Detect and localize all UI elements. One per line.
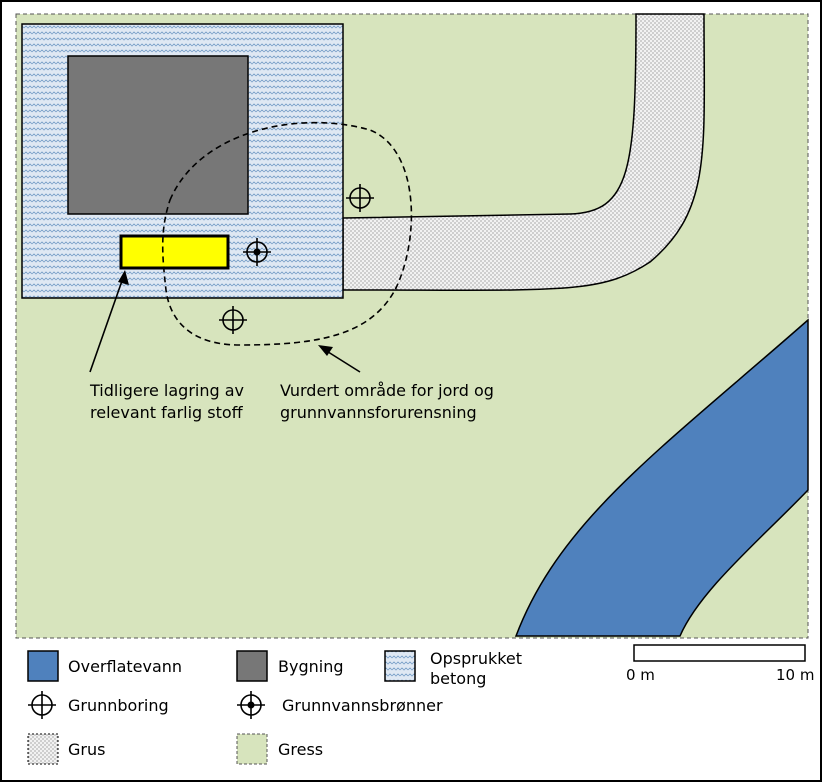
area-arrow-head	[318, 345, 333, 356]
legend-water-label: Overflatevann	[68, 657, 182, 676]
building	[67, 55, 249, 215]
assessed-contamination-area	[161, 121, 413, 346]
groundwater-well-icon	[243, 238, 271, 266]
soil-boring-icon	[346, 184, 374, 212]
legend-water-swatch	[27, 650, 59, 682]
scale-bar-end-label: 10 m	[776, 666, 814, 684]
legend-building-label: Bygning	[278, 657, 343, 676]
soil-boring-icon	[219, 306, 247, 334]
storage-arrow	[89, 277, 124, 373]
legend-concrete-swatch	[384, 650, 416, 682]
scale-bar: 0 m 10 m	[626, 644, 814, 684]
area-annotation-line-2: grunnvannsforurensning	[280, 403, 477, 422]
legend-gravel-label: Grus	[68, 740, 105, 759]
storage-annotation-line-1: Tidligere lagring av	[89, 381, 244, 400]
surface-water-area	[514, 318, 809, 637]
area-arrow	[324, 349, 361, 373]
gravel-road	[342, 13, 706, 292]
legend-concrete-label-line-1: Opsprukket	[430, 649, 522, 668]
legend-soil-boring-label: Grunnboring	[68, 696, 169, 715]
storage-annotation-line-2: relevant farlig stoff	[90, 403, 244, 422]
legend-groundwater-well-label: Grunnvannsbrønner	[282, 696, 443, 715]
legend-grass-swatch	[236, 733, 268, 765]
legend-groundwater-well-icon	[237, 691, 265, 719]
legend-soil-boring-icon	[28, 691, 56, 719]
storage-area	[119, 234, 230, 270]
legend-gravel-swatch	[27, 733, 59, 765]
storage-arrow-head	[118, 270, 129, 285]
legend: Overflatevann Bygning Opsprukket betong …	[27, 649, 522, 765]
legend-concrete-label-line-2: betong	[430, 669, 486, 688]
scale-bar-start-label: 0 m	[626, 666, 655, 684]
legend-grass-label: Gress	[278, 740, 323, 759]
area-annotation-line-1: Vurdert område for jord og	[280, 381, 494, 400]
legend-building-swatch	[236, 650, 268, 682]
